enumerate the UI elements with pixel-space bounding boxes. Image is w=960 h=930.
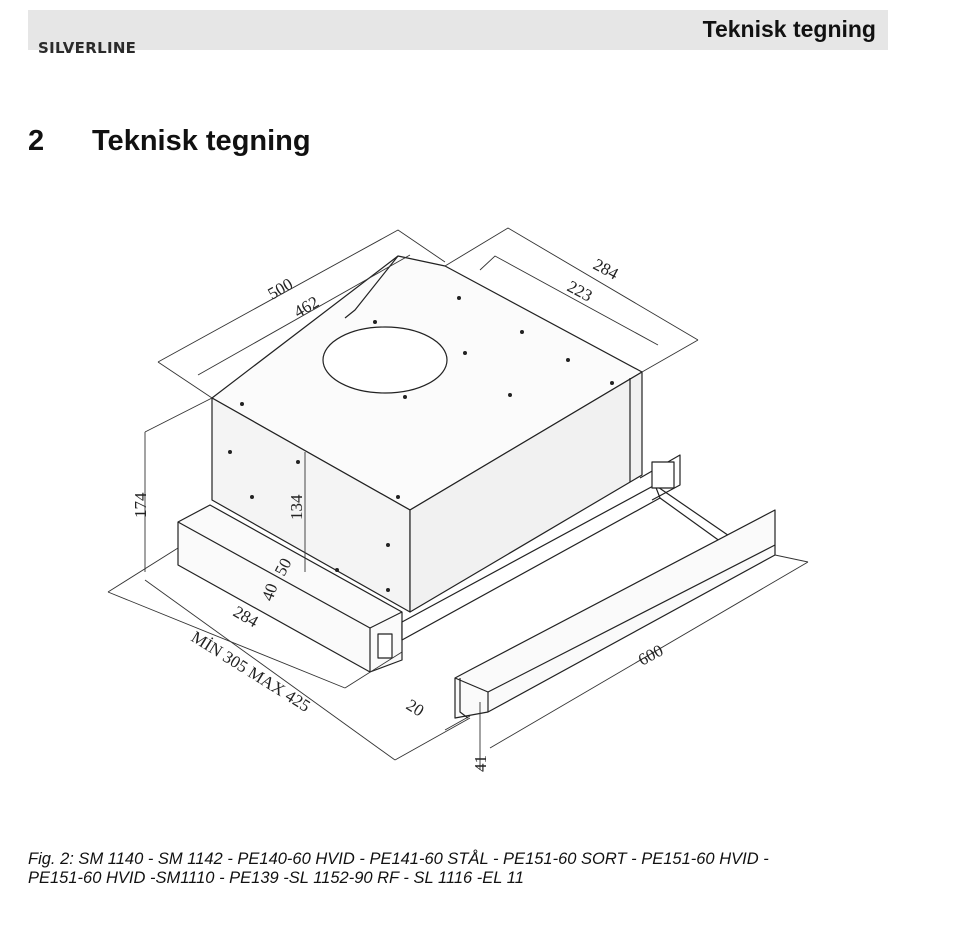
dim-40: 40 [258,581,282,603]
caption-line-1: Fig. 2: SM 1140 - SM 1142 - PE140-60 HVI… [28,850,769,868]
dim-20: 20 [403,695,427,720]
figure-caption: Fig. 2: SM 1140 - SM 1142 - PE140-60 HVI… [28,850,928,888]
header-title: Teknisk tegning [702,16,876,42]
dim-600: 600 [635,641,666,670]
dim-174: 174 [131,492,150,518]
exhaust-opening [322,326,448,394]
section-heading: 2 Teknisk tegning [28,125,311,158]
hood-right-face [409,371,643,613]
dim-min-max: MİN 305 MAX 425 [188,627,314,715]
left-switch [377,633,393,659]
dim-50: 50 [271,555,296,579]
caption-line-2: PE151-60 HVID -SM1110 - PE139 -SL 1152-9… [28,869,524,887]
dim-134: 134 [287,494,306,520]
technical-drawing: 500 462 284 223 174 134 50 40 284 MİN 30… [107,227,809,772]
brand-logo: SILVERLINE [38,39,137,57]
section-title: Teknisk tegning [92,125,311,157]
dim-223: 223 [564,277,595,306]
section-number: 2 [28,125,45,157]
dim-500: 500 [265,274,297,303]
dim-41: 41 [471,755,490,772]
header-bar: Teknisk tegning [28,10,888,50]
left-trim [177,504,403,673]
